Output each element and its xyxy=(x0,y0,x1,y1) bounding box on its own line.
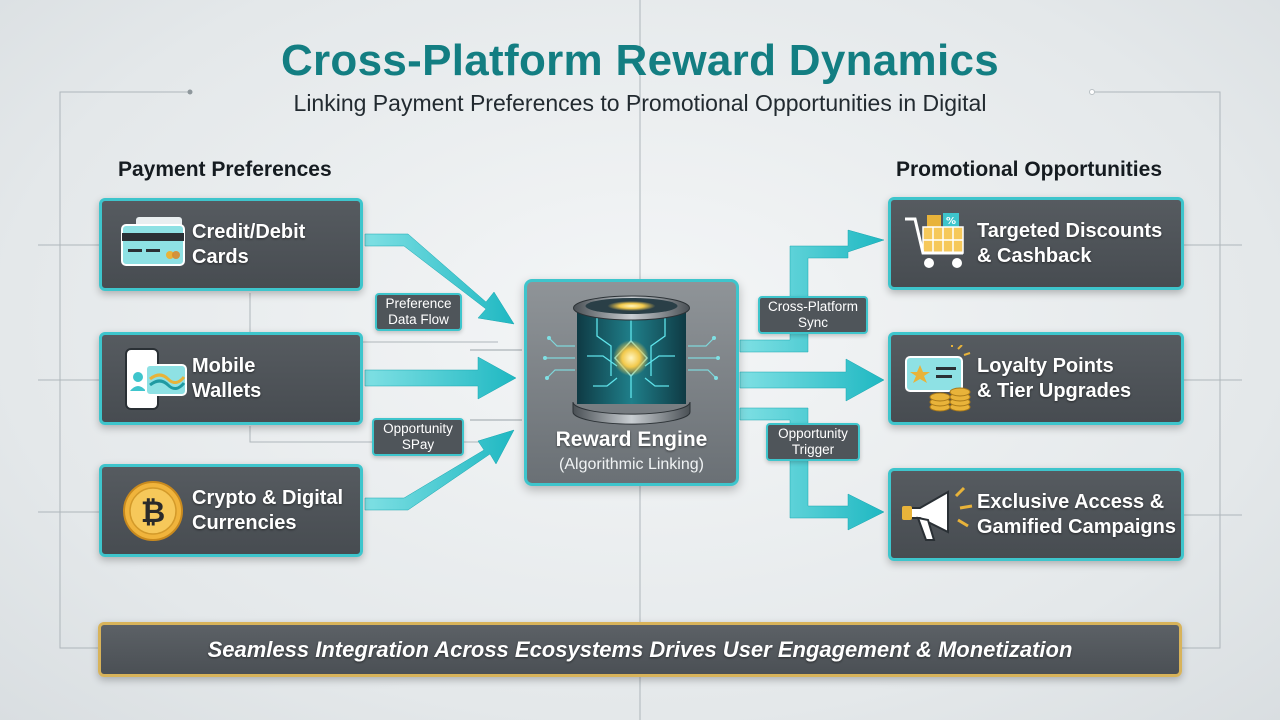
card-targeted-discounts-label: Targeted Discounts& Cashback xyxy=(977,219,1163,267)
card-loyalty-points[interactable]: Loyalty Points& Tier Upgrades xyxy=(888,332,1184,425)
card-exclusive-access-label: Exclusive Access &Gamified Campaigns xyxy=(977,490,1176,538)
summary-banner: Seamless Integration Across Ecosystems D… xyxy=(98,622,1182,677)
svg-text:₿: ₿ xyxy=(141,495,165,530)
arrow-engine-to-loyalty xyxy=(739,358,885,402)
card-targeted-discounts[interactable]: % Targeted Discounts& Cashback xyxy=(888,197,1184,290)
card-loyalty-points-label: Loyalty Points& Tier Upgrades xyxy=(977,354,1132,402)
page-subtitle: Linking Payment Preferences to Promotion… xyxy=(293,90,987,116)
reward-engine-subtitle: (Algorithmic Linking) xyxy=(559,456,704,473)
loyalty-card-icon xyxy=(899,344,977,414)
card-exclusive-access[interactable]: Exclusive Access &Gamified Campaigns xyxy=(888,468,1184,561)
shopping-cart-icon: % xyxy=(899,209,977,279)
mobile-wallet-icon xyxy=(114,344,192,414)
promotional-opportunities-header: Promotional Opportunities xyxy=(896,158,1162,181)
megaphone-icon xyxy=(899,480,977,550)
arrow-crypto-to-engine xyxy=(364,429,515,511)
arrow-cards-to-engine xyxy=(364,233,515,325)
arrow-wallets-to-engine xyxy=(364,356,517,400)
credit-card-icon xyxy=(114,210,192,280)
reward-engine[interactable]: Reward Engine (Algorithmic Linking) xyxy=(524,279,739,486)
svg-text:%: % xyxy=(946,216,956,227)
arrow-engine-to-discounts xyxy=(739,229,885,353)
bitcoin-icon: ₿ xyxy=(114,476,192,546)
arrow-engine-to-campaigns xyxy=(739,407,885,531)
reward-engine-title: Reward Engine xyxy=(555,428,708,451)
page-title: Cross-Platform Reward Dynamics xyxy=(280,36,1000,85)
processor-cylinder-icon xyxy=(543,295,720,425)
payment-preferences-header: Payment Preferences xyxy=(118,158,332,181)
